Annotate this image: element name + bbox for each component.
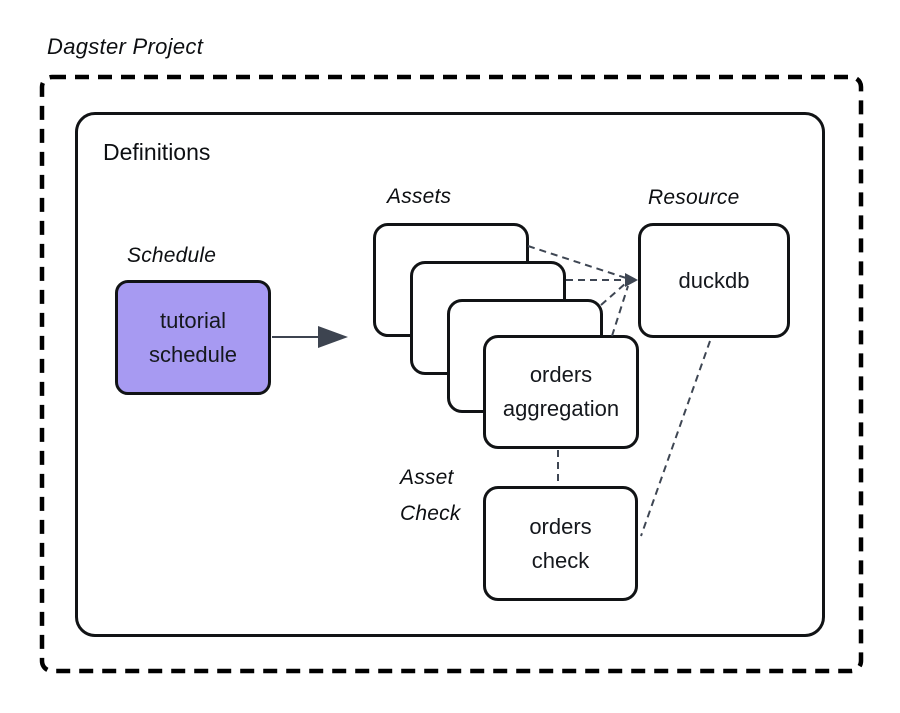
schedule-node-label: tutorial schedule [148, 307, 238, 367]
asset-node-orders-aggregation: orders aggregation [483, 335, 639, 449]
schedule-node-tutorial-schedule: tutorial schedule [115, 280, 271, 395]
resource-group-label: Resource [648, 186, 740, 209]
assets-group-label: Assets [387, 185, 452, 208]
duckdb-node-label: duckdb [678, 267, 750, 293]
schedule-group-label: Schedule [127, 244, 217, 267]
diagram-title: Dagster Project [47, 34, 204, 59]
asset-front-node-label: orders aggregation [502, 362, 620, 421]
orders-check-node-label: orders check [529, 513, 592, 573]
asset-check-node-orders-check: orders check [483, 486, 638, 601]
definitions-label: Definitions [103, 139, 211, 165]
asset-check-group-label: Asset Check [400, 466, 461, 525]
resource-node-duckdb: duckdb [638, 223, 790, 338]
